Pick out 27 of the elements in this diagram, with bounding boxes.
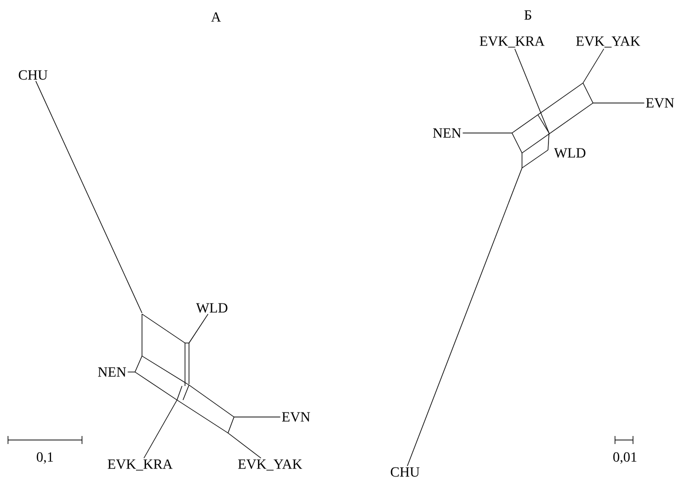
taxon-label: EVK_YAK xyxy=(238,459,302,471)
branch-line xyxy=(582,48,604,84)
taxon-label: CHU xyxy=(18,70,48,80)
branch-line xyxy=(514,48,550,134)
taxon-label: EVK_YAK xyxy=(576,36,640,48)
branch-line xyxy=(144,400,178,458)
taxon-label: EVN xyxy=(646,98,674,108)
branch-line xyxy=(228,432,262,458)
branch-line xyxy=(462,132,512,134)
taxon-label: WLD xyxy=(196,303,228,313)
network-drawing xyxy=(134,314,234,434)
taxon-label: CHU xyxy=(390,467,420,477)
taxon-label: NEN xyxy=(98,367,126,377)
taxon-label: EVN xyxy=(282,412,310,422)
branch-line xyxy=(188,314,208,344)
branch-line xyxy=(234,416,281,418)
taxon-label: NEN xyxy=(433,128,462,138)
scale-label: 0,1 xyxy=(36,452,53,464)
taxon-label: EVK_KRA xyxy=(480,36,545,48)
network-drawing xyxy=(512,82,594,168)
panel-label: Б xyxy=(524,10,532,20)
branch-line xyxy=(592,102,645,104)
branch-line xyxy=(406,168,522,466)
branch-line xyxy=(35,80,142,314)
taxon-label: EVK_KRA xyxy=(108,459,173,471)
scale-label: 0,01 xyxy=(613,452,636,464)
panel-label: А xyxy=(211,12,221,22)
